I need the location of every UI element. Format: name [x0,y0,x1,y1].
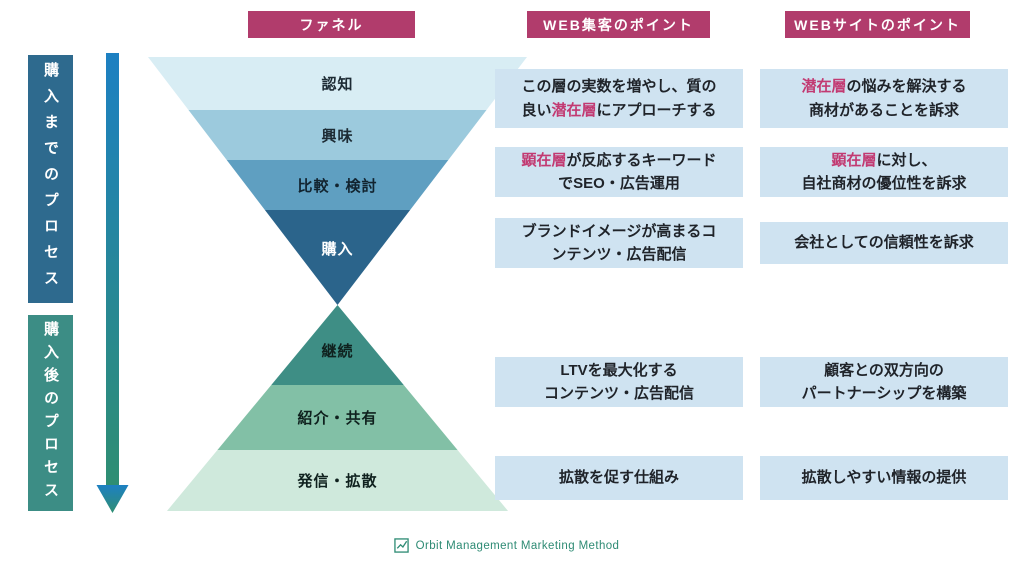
side-label-pre-purchase-process: 購入までのプロセス [28,55,73,303]
web-site-point-box-retention: 顧客との双方向のパートナーシップを構築 [760,357,1008,407]
text-segment: 拡散しやすい情報の提供 [801,469,967,487]
web-site-point-box-comparison: 顕在層に対し、自社商材の優位性を訴求 [760,147,1008,197]
text-segment: の悩みを解決する [846,78,967,96]
funnel-stage-purchase: 購入 [148,210,527,305]
funnel-stage-label: 紹介・共有 [297,410,378,427]
text-line: 拡散しやすい情報の提供 [802,466,967,489]
text-segment: LTVを最大化する [560,361,678,379]
text-line: ブランドイメージが高まるコ [522,220,717,243]
text-segment: ンテンツ・広告配信 [551,246,687,263]
funnel-stage-label: 比較・検討 [297,177,378,195]
side-label-post-purchase-process: 購入後のプロセス [28,315,73,511]
text-line: 顕在層に対し、 [831,149,936,172]
text-segment: 良い [521,101,552,119]
funnel-stage-label: 認知 [321,76,354,93]
text-line: 自社商材の優位性を訴求 [801,172,966,195]
web-attraction-point-box-awareness: この層の実数を増やし、質の良い潜在層にアプローチする [495,69,743,128]
web-attraction-point-box-diffusion: 拡散を促す仕組み [495,456,743,500]
text-segment: 商材があることを訴求 [808,101,959,119]
funnel-stage-comparison: 比較・検討 [148,160,527,210]
text-segment: が反応するキーワード [566,151,717,169]
web-site-point-box-purchase: 会社としての信頼性を訴求 [760,222,1008,264]
web-attraction-point-box-comparison: 顕在層が反応するキーワードでSEO・広告運用 [495,147,743,197]
text-segment: パートナーシップを構築 [801,385,967,402]
brand-name: Orbit Management Marketing Method [415,539,620,552]
text-segment: に対し、 [876,151,937,169]
text-segment: ブランドイメージが高まるコ [521,222,717,240]
header-badge-web-attraction: WEB集客のポイント [527,11,710,38]
text-segment: 自社商材の優位性を訴求 [801,175,967,192]
text-segment: コンテンツ・広告配信 [543,385,694,402]
text-line: この層の実数を増やし、質の [521,75,716,98]
text-line: パートナーシップを構築 [802,382,967,405]
arrow-head [96,485,129,513]
text-line: 会社としての信頼性を訴求 [794,231,974,254]
text-segment: でSEO・広告運用 [558,175,680,192]
arrow-shaft [106,53,119,486]
highlighted-term: 顕在層 [831,151,877,169]
funnel-stage-diffusion: 発信・拡散 [166,450,509,511]
funnel-stage-label: 購入 [321,241,354,258]
funnel-stage-referral: 紹介・共有 [166,385,509,450]
text-line: 良い潜在層にアプローチする [521,99,716,122]
funnel-upper: 認知 興味 比較・検討 購入 [148,57,527,305]
highlighted-term: 顕在層 [521,151,567,169]
text-line: LTVを最大化する [560,359,677,382]
header-badge-web-site: WEBサイトのポイント [785,11,970,38]
text-line: ンテンツ・広告配信 [551,243,686,266]
text-line: でSEO・広告運用 [558,172,680,195]
highlighted-term: 潜在層 [801,78,847,96]
text-segment: 顧客との双方向の [824,361,944,379]
funnel-stage-retention: 継続 [166,305,509,385]
funnel-stage-label: 継続 [321,343,354,360]
text-segment: にアプローチする [596,101,717,119]
funnel-stage-label: 発信・拡散 [297,473,378,490]
web-attraction-point-box-retention: LTVを最大化するコンテンツ・広告配信 [495,357,743,407]
text-segment: この層の実数を増やし、質の [521,78,717,96]
brand-footer: Orbit Management Marketing Method [0,538,1013,553]
funnel-stage-awareness: 認知 [148,57,527,110]
header-badge-funnel: ファネル [248,11,415,38]
funnel-stage-interest: 興味 [148,110,527,160]
funnel-lower: 継続 紹介・共有 発信・拡散 [166,305,509,511]
process-flow-arrow [96,53,129,513]
text-line: コンテンツ・広告配信 [544,382,694,405]
text-line: 顧客との双方向の [824,359,944,382]
text-segment: 会社としての信頼性を訴求 [794,234,974,252]
text-line: 顕在層が反応するキーワード [521,149,716,172]
highlighted-term: 潜在層 [551,101,597,119]
web-site-point-box-diffusion: 拡散しやすい情報の提供 [760,456,1008,500]
chart-icon [393,538,409,553]
text-line: 商材があることを訴求 [809,99,959,122]
text-line: 拡散を促す仕組み [559,466,679,489]
web-site-point-box-awareness: 潜在層の悩みを解決する商材があることを訴求 [760,69,1008,128]
text-segment: 拡散を促す仕組み [558,469,679,487]
funnel-stage-label: 興味 [321,127,354,145]
web-attraction-point-box-purchase: ブランドイメージが高まるコンテンツ・広告配信 [495,218,743,268]
text-line: 潜在層の悩みを解決する [801,75,966,98]
